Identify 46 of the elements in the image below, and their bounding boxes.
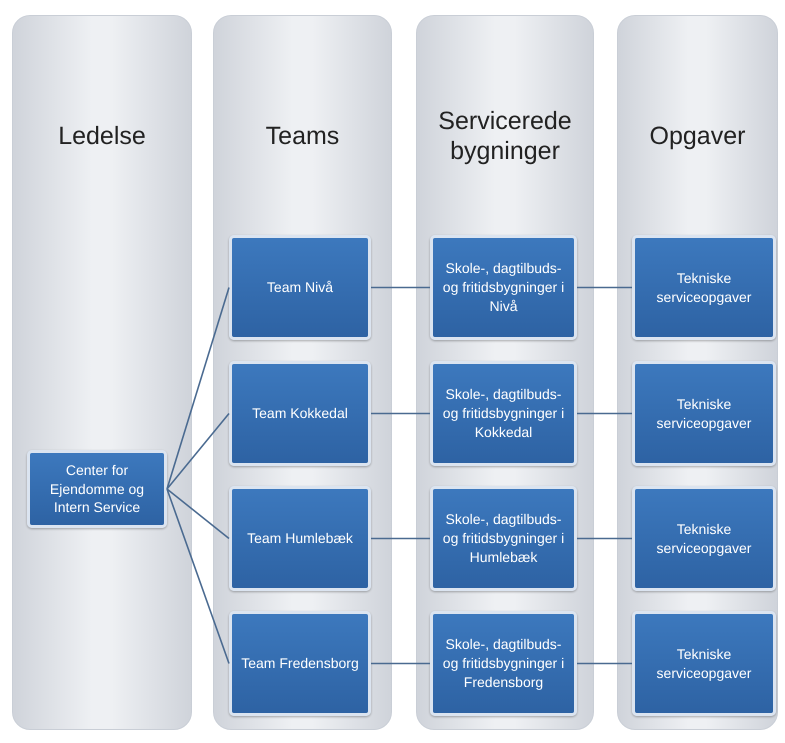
- box-label: Team Nivå: [266, 278, 334, 297]
- swimlane-column: [213, 15, 392, 730]
- process-box: [229, 611, 371, 716]
- process-box: [229, 361, 371, 466]
- swimlane-column: [416, 15, 594, 730]
- box-label: Skole-, dagtilbuds- og fritidsbygninger i Nivå: [442, 259, 566, 316]
- connector-line: [577, 538, 632, 540]
- lane-heading: Teams: [266, 121, 340, 151]
- process-box: [632, 361, 776, 466]
- connector-line: [371, 412, 430, 414]
- box-label: Skole-, dagtilbuds- og fritidsbygninger i Fredensborg: [442, 635, 566, 692]
- box-label: Center for Ejendomme og Intern Service: [48, 460, 146, 518]
- connector-line: [166, 488, 230, 664]
- process-box: [430, 361, 577, 466]
- box-label: Team Kokkedal: [252, 404, 348, 423]
- box-label: Tekniske serviceopgaver: [656, 268, 752, 306]
- process-box: [229, 486, 371, 591]
- process-box: [632, 235, 776, 340]
- process-box: [27, 450, 167, 528]
- box-label: Team Humlebæk: [247, 529, 353, 548]
- process-box: [430, 235, 577, 340]
- process-box: [632, 486, 776, 591]
- box-label: Tekniske serviceopgaver: [656, 520, 752, 558]
- lane-heading: Ledelse: [58, 121, 146, 151]
- connector-line: [371, 538, 430, 540]
- connector-line: [371, 662, 430, 664]
- connector-line: [577, 662, 632, 664]
- connector-line: [166, 488, 230, 540]
- swimlane-column: [12, 15, 192, 730]
- process-box: [430, 486, 577, 591]
- box-label: Tekniske serviceopgaver: [656, 394, 752, 432]
- box-label: Skole-, dagtilbuds- og fritidsbygninger i Kokkedal: [442, 385, 566, 442]
- connector-line: [577, 412, 632, 414]
- connector-line: [371, 286, 430, 288]
- box-label: Skole-, dagtilbuds- og fritidsbygninger i Humlebæk: [442, 510, 566, 567]
- process-box: [430, 611, 577, 716]
- swimlane-column: [617, 15, 778, 730]
- connector-line: [166, 287, 230, 490]
- lane-heading: Opgaver: [650, 121, 746, 151]
- connector-line: [166, 413, 230, 490]
- connector-line: [577, 286, 632, 288]
- box-label: Team Fredensborg: [241, 654, 359, 673]
- lane-heading: Servicerede bygninger: [437, 106, 573, 166]
- process-box: [632, 611, 776, 716]
- box-label: Tekniske serviceopgaver: [656, 644, 752, 682]
- process-box: [229, 235, 371, 340]
